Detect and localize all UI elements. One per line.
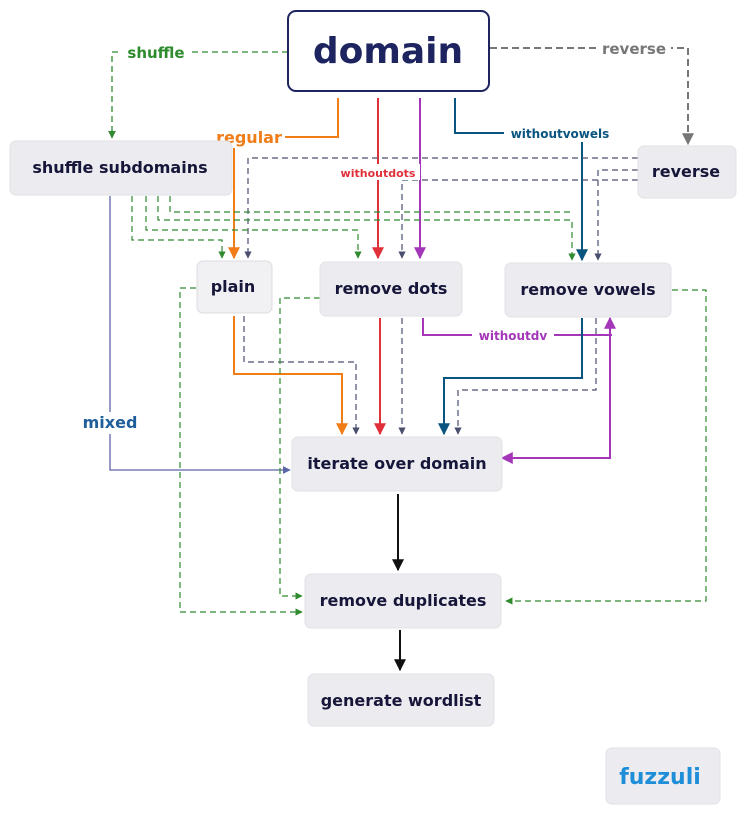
node-shuffle-subdomains-label: shuffle subdomains bbox=[32, 158, 207, 177]
node-remove-duplicates: remove duplicates bbox=[304, 573, 502, 629]
edge-remove-vowels-to-duplicates bbox=[505, 289, 707, 605]
edge-labels: shuffle reverse regular withoutdots with… bbox=[78, 38, 671, 434]
node-shuffle-subdomains: shuffle subdomains bbox=[9, 140, 233, 196]
edge-withoutvowels bbox=[454, 98, 588, 262]
label-withoutvowels: withoutvowels bbox=[511, 127, 610, 141]
node-iterate-over-domain: iterate over domain bbox=[291, 436, 503, 492]
node-generate-wordlist-label: generate wordlist bbox=[321, 691, 482, 710]
edge-remove-vowels-to-iterate-teal bbox=[438, 318, 583, 436]
node-reverse-label: reverse bbox=[652, 162, 720, 181]
node-remove-duplicates-label: remove duplicates bbox=[320, 591, 487, 610]
edge-regular bbox=[228, 98, 339, 260]
label-mixed: mixed bbox=[83, 413, 138, 432]
node-remove-dots: remove dots bbox=[319, 261, 463, 317]
edge-shuffle-to-remove-vowels bbox=[157, 196, 576, 261]
edge-reverse-to-remove-dots bbox=[398, 179, 638, 259]
edge-remove-vowels-to-iterate-dashed bbox=[454, 318, 597, 435]
edge-shuffle-to-plain bbox=[131, 196, 226, 259]
edge-remove-dots-to-duplicates bbox=[279, 297, 320, 600]
logo-text: fuzzuli bbox=[619, 765, 701, 790]
label-withoutdv: withoutdv bbox=[479, 329, 548, 343]
edge-remove-vowels-iterate-purple bbox=[500, 316, 616, 464]
node-remove-dots-label: remove dots bbox=[335, 279, 448, 298]
label-shuffle: shuffle bbox=[127, 44, 184, 62]
label-regular: regular bbox=[216, 128, 282, 147]
edge-shuffle bbox=[108, 51, 288, 139]
node-iterate-over-domain-label: iterate over domain bbox=[307, 454, 486, 473]
edge-plain-to-iterate-orange bbox=[233, 316, 348, 436]
label-reverse: reverse bbox=[602, 40, 666, 58]
edge-reverse-to-remove-vowels-a bbox=[594, 169, 638, 261]
edge-plain-to-iterate-dashed bbox=[243, 316, 360, 435]
node-generate-wordlist: generate wordlist bbox=[307, 673, 495, 727]
edges bbox=[108, 47, 707, 672]
label-withoutdots: withoutdots bbox=[341, 167, 416, 180]
fuzzuli-logo: fuzzuli bbox=[605, 747, 721, 805]
edge-plain-to-duplicates bbox=[179, 287, 303, 616]
node-reverse: reverse bbox=[637, 145, 737, 199]
node-plain-label: plain bbox=[211, 277, 256, 296]
edge-mixed bbox=[109, 196, 291, 474]
edge-reverse-to-plain bbox=[244, 157, 638, 259]
edge-shuffle-to-remove-dots bbox=[145, 196, 362, 259]
edge-shuffle-to-remove-vowels-b bbox=[169, 196, 572, 213]
node-domain-label: domain bbox=[313, 31, 463, 72]
edge-reverse bbox=[490, 47, 694, 146]
node-remove-vowels-label: remove vowels bbox=[520, 280, 655, 299]
node-plain: plain bbox=[196, 260, 273, 314]
node-remove-vowels: remove vowels bbox=[504, 262, 672, 318]
node-domain: domain bbox=[287, 10, 490, 92]
